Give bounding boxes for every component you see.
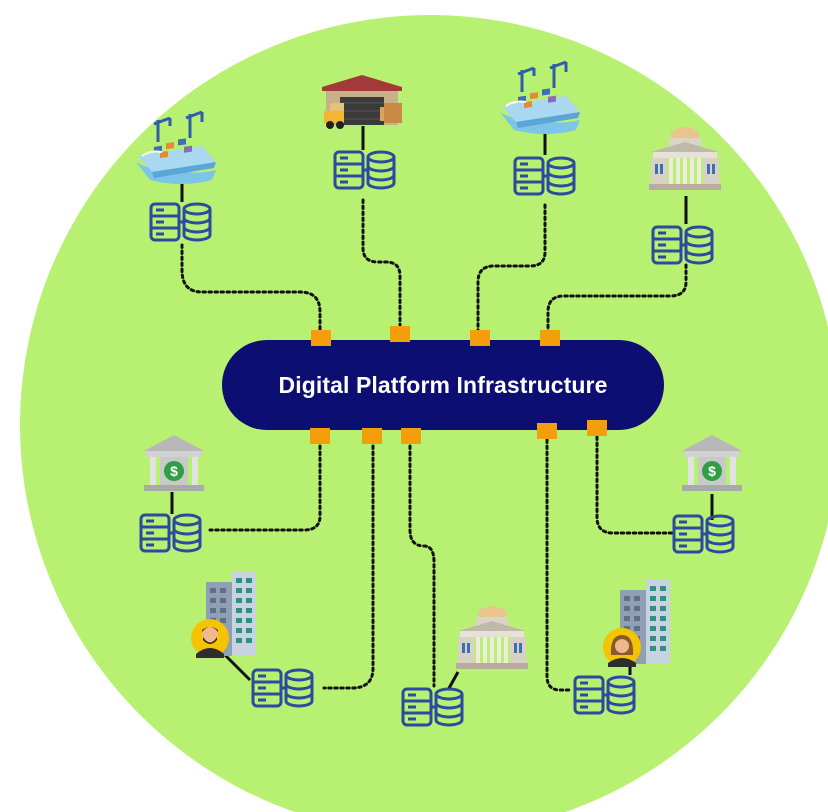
link-company-man: [322, 438, 375, 690]
link-port-left: [180, 243, 322, 334]
link-company-woman: [545, 432, 574, 692]
link-government-top: [546, 263, 688, 335]
connector-bottom-3: [401, 428, 421, 444]
link-lines: [180, 198, 688, 692]
connector-bottom-4: [537, 423, 557, 439]
connector-bottom-5: [587, 420, 607, 436]
hub-pill: [222, 340, 664, 430]
connectors: [310, 326, 607, 444]
link-warehouse: [361, 198, 402, 332]
connector-bottom-2: [362, 428, 382, 444]
link-bank-right: [595, 429, 674, 535]
link-port-right: [476, 203, 547, 335]
link-bank-left: [208, 438, 322, 532]
connector-bottom-1: [310, 428, 330, 444]
connector-top-4: [540, 330, 560, 346]
connector-top-2: [390, 326, 410, 342]
link-government-bottom: [408, 438, 436, 688]
connector-top-3: [470, 330, 490, 346]
connector-top-1: [311, 330, 331, 346]
